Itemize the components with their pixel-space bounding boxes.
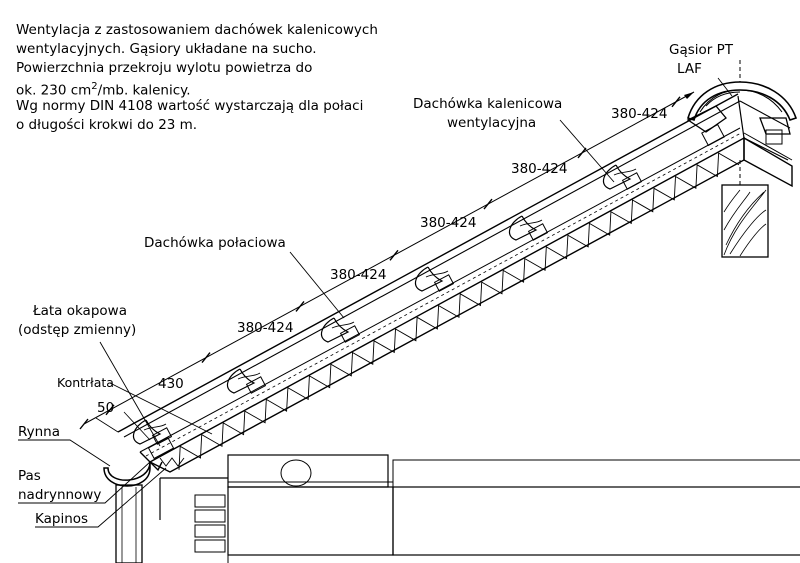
insulation-zigzag — [178, 152, 740, 470]
leader-lata — [99, 341, 161, 447]
label-gasior-1: Gąsior PT — [669, 42, 734, 58]
tile-nose-3 — [320, 317, 350, 343]
note-line-5: Wg normy DIN 4108 wartość wystarczają dl… — [16, 98, 364, 114]
dim-380-424-1: 380-424 — [237, 320, 293, 336]
note-line-4-suffix: /mb. kalenicy. — [97, 82, 191, 99]
dimension-labels: 50 430 380-424 380-424 380-424 380-424 3… — [97, 106, 667, 416]
roof-structure — [103, 127, 800, 563]
downpipe-lines — [121, 487, 137, 563]
tile-curl-4 — [425, 270, 449, 278]
leader-kapinos — [35, 467, 167, 528]
ridge-beam-grain — [723, 189, 767, 257]
tile-nose-2 — [226, 368, 256, 394]
batten-3 — [339, 325, 361, 343]
batten-1 — [151, 427, 173, 445]
dimension-chain — [79, 91, 695, 441]
eaves-drip — [139, 451, 163, 472]
note-line-4-prefix: ok. 230 cm — [16, 82, 92, 99]
rafter — [148, 136, 745, 473]
right-underlay — [743, 132, 793, 161]
ceiling-layer — [392, 459, 800, 488]
label-gasior-2: LAF — [677, 61, 702, 77]
leader-rynna — [18, 439, 111, 467]
dim-tick-6 — [483, 198, 493, 210]
leader-gasior — [717, 77, 733, 97]
note-line-4-sup: 2 — [91, 81, 98, 92]
insulation-zigzag-path — [178, 152, 740, 470]
tile-top-line — [117, 93, 739, 433]
downpipe — [115, 484, 143, 563]
dim-tick-3 — [201, 352, 211, 364]
note-line-4: ok. 230 cm2/mb. kalenicy. — [16, 78, 191, 100]
note-line-6: o długości krokwi do 23 m. — [16, 117, 198, 133]
dim-tick-5 — [389, 249, 399, 261]
ridge-beam — [721, 184, 769, 258]
wall-plate — [280, 459, 312, 487]
label-pas-2: nadrynnowy — [18, 487, 101, 503]
label-kalenicowa-2: wentylacyjna — [447, 115, 536, 131]
note-line-3: Powierzchnia przekroju wylotu powietrza … — [16, 60, 313, 76]
note-line-2: wentylacyjnych. Gąsiory układane na such… — [16, 41, 317, 57]
underlay-membrane — [139, 127, 741, 453]
callouts: Gąsior PT LAF Dachówka kalenicowa wentyl… — [18, 42, 734, 528]
batten-2 — [245, 376, 267, 394]
batten-4 — [433, 274, 455, 292]
dim-380-424-2: 380-424 — [330, 267, 386, 283]
dim-380-424-4: 380-424 — [511, 161, 567, 177]
counter-batten-line — [145, 132, 742, 457]
tile-curl-2 — [237, 372, 261, 380]
dim-tick-1 — [79, 418, 89, 430]
wall-outline — [227, 455, 393, 563]
leader-kontrlata — [109, 382, 213, 435]
dim-tick-2 — [105, 404, 115, 416]
tile-curl-6 — [613, 168, 637, 176]
note-line-1: Wentylacja z zastosowaniem dachówek kale… — [16, 22, 378, 38]
leader-kalenicowa — [559, 119, 615, 183]
label-kapinos: Kapinos — [35, 511, 88, 527]
ridge-tile — [687, 60, 798, 185]
label-lata-2: (odstęp zmienny) — [18, 322, 136, 338]
tile-curl-3 — [331, 321, 355, 329]
leader-pas — [18, 461, 151, 504]
soffit — [159, 477, 228, 520]
dim-tick-7 — [577, 147, 587, 159]
tile-mid-line — [123, 100, 741, 438]
tile-nose-4 — [414, 266, 444, 292]
leader-polaciowa — [289, 251, 345, 319]
dim-380-424-5: 380-424 — [611, 106, 667, 122]
vent-comb — [159, 457, 185, 467]
label-lata-1: Łata okapowa — [32, 303, 127, 319]
dim-50: 50 — [97, 400, 114, 416]
tile-nose-1 — [132, 419, 162, 445]
roof-tiles — [117, 93, 741, 445]
eave-batten — [147, 436, 175, 460]
label-kontrlata: Kontrłata — [57, 375, 114, 390]
dim-tick-8 — [671, 96, 681, 108]
batten-6 — [621, 172, 643, 190]
dim-430: 430 — [158, 376, 184, 392]
label-kalenicowa-1: Dachówka kalenicowa — [413, 96, 562, 112]
dim-380-424-3: 380-424 — [420, 215, 476, 231]
tile-nose-5 — [508, 215, 538, 241]
dim-tick-4 — [295, 301, 305, 312]
tile-nose-6 — [602, 164, 632, 190]
label-polaciowa: Dachówka połaciowa — [144, 235, 286, 251]
wall-beam — [227, 486, 394, 556]
batten-5 — [527, 223, 549, 241]
eave-studs — [194, 494, 226, 553]
label-pas-1: Pas — [18, 468, 41, 484]
tile-curl-5 — [519, 219, 543, 227]
ceiling-slab — [392, 486, 800, 556]
right-rafter — [743, 136, 793, 188]
tile-curl-1 — [143, 423, 167, 431]
label-rynna: Rynna — [18, 424, 60, 440]
ridge-vent-tiles — [686, 95, 791, 161]
